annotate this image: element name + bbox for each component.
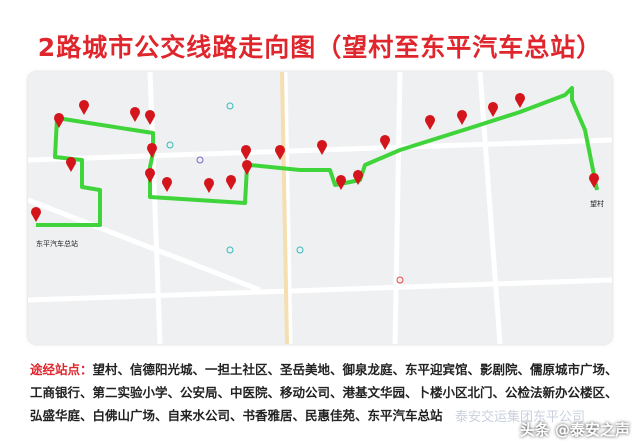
stop-pin-icon [425,115,435,130]
route-map: 东平汽车总站 望村 [28,72,612,344]
stop-pins [31,93,599,222]
stop-pin-icon [380,135,390,150]
stop-pin-icon [317,140,327,155]
stops-label: 途经站点： [30,362,93,377]
start-label: 东平汽车总站 [36,239,78,248]
stop-pin-icon [54,113,64,128]
stop-pin-icon [589,172,599,188]
stop-pin-icon [353,170,364,185]
stop-pin-icon [204,178,214,193]
map-svg: 东平汽车总站 望村 [28,72,612,344]
stop-pin-icon [31,207,41,222]
stop-pin-icon [336,175,346,190]
stops-text: 望村、信德阳光城、一担土社区、圣岳美地、御泉龙庭、东平迎宾馆、影剧院、儒原城市广… [30,362,618,423]
stop-pin-icon [162,176,173,192]
stop-pin-icon [78,100,89,115]
stop-pin-icon [515,93,525,108]
stops-list: 途经站点：望村、信德阳光城、一担土社区、圣岳美地、御泉龙庭、东平迎宾馆、影剧院、… [30,358,620,427]
stop-pin-icon [145,109,155,125]
stop-pin-icon [66,157,76,172]
end-label: 望村 [590,199,604,208]
stop-pin-icon [242,159,253,175]
stop-pin-icon [145,168,155,183]
map-poi [166,102,404,284]
stop-pin-icon [130,107,140,122]
stop-pin-icon [456,110,467,125]
watermark-faint: 泰安交运集团东平公司 [455,410,586,425]
watermark: 头条 @泰安之声 [519,421,630,439]
stop-pin-icon [488,101,499,117]
page-title: 2路城市公交线路走向图（望村至东平汽车总站） [37,33,603,62]
stop-pin-icon [147,143,157,158]
stop-pin-icon [241,145,251,160]
stop-pin-icon [275,145,285,160]
stop-pin-icon [226,175,237,190]
